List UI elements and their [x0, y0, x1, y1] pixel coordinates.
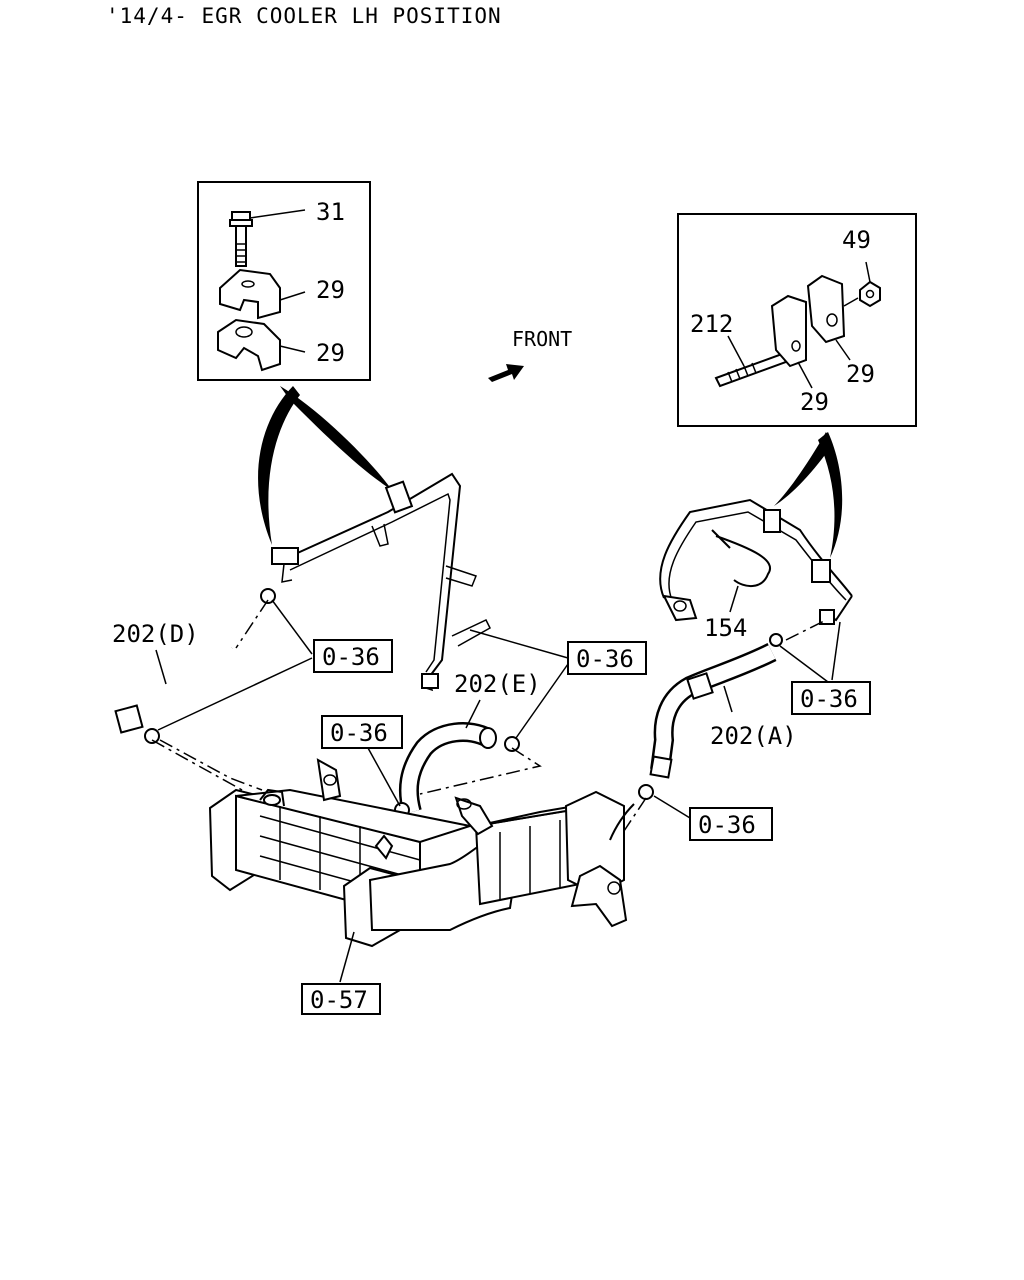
page-title: '14/4- EGR COOLER LH POSITION: [106, 4, 502, 28]
ref-box-clamp-3: [321, 715, 403, 749]
callout-leader: [797, 361, 813, 389]
label-154: 154: [704, 614, 747, 642]
clip-icon: [770, 294, 807, 368]
callout-29-b: 29: [846, 360, 875, 388]
band-154: [711, 529, 771, 613]
hose-202d: [105, 645, 238, 734]
callout-leader: [279, 291, 306, 301]
callout-leader: [465, 699, 481, 729]
inset-pointer-left: [258, 386, 392, 545]
label-202d: 202(D): [112, 620, 199, 648]
callout-leader: [723, 685, 733, 713]
callout-29-upper: 29: [316, 276, 345, 304]
ref-cooler: 0-57: [310, 986, 368, 1014]
front-arrow-icon: [488, 364, 524, 382]
clip-icon: [806, 274, 846, 344]
egr-cooler-icon: [208, 758, 635, 948]
ref-clamp-4: 0-36: [800, 685, 858, 713]
clip-icon: [217, 318, 281, 372]
water-pipe-right: [659, 498, 853, 625]
stud-icon: [714, 352, 788, 388]
center-line: [151, 739, 261, 801]
ref-clamp-2: 0-36: [576, 645, 634, 673]
callout-31: 31: [316, 198, 345, 226]
label-202a: 202(A): [710, 722, 797, 750]
center-line: [617, 797, 647, 841]
clip-icon: [219, 268, 281, 320]
inset-pointer-right: [774, 432, 843, 558]
callout-leader: [155, 649, 167, 685]
ref-box-cooler: [301, 983, 381, 1015]
label-202e: 202(E): [454, 670, 541, 698]
callout-29-lower: 29: [316, 339, 345, 367]
inset-right-box: 49 212 29 29: [677, 213, 917, 427]
ref-box-clamp-5: [689, 807, 773, 841]
callout-leader: [843, 297, 859, 307]
ref-clamp-3: 0-36: [330, 719, 388, 747]
ref-box-clamp-1: [313, 639, 393, 673]
center-line: [235, 599, 269, 649]
callout-leader: [727, 335, 745, 367]
ref-clamp-1: 0-36: [322, 643, 380, 671]
nut-icon: [859, 280, 881, 308]
front-label: FRONT: [512, 327, 572, 351]
callout-leader: [279, 345, 306, 353]
callout-leader: [865, 261, 871, 283]
center-line: [419, 747, 542, 795]
center-line: [785, 619, 827, 641]
callout-leader: [835, 339, 851, 361]
callout-49: 49: [842, 226, 871, 254]
water-pipe-left: [271, 472, 491, 692]
bolt-icon: [229, 211, 253, 267]
ref-box-clamp-4: [791, 681, 871, 715]
callout-29-a: 29: [800, 388, 829, 416]
ref-clamp-5: 0-36: [698, 811, 756, 839]
ref-box-clamp-2: [567, 641, 647, 675]
callout-leader: [249, 209, 306, 219]
hose-202a: [649, 643, 777, 779]
hose-clamp-icon: [144, 588, 276, 744]
hose-202e: [398, 722, 497, 815]
callout-212: 212: [690, 310, 733, 338]
inset-left-box: 31 29 29: [197, 181, 371, 381]
callout-leader: [339, 931, 355, 983]
